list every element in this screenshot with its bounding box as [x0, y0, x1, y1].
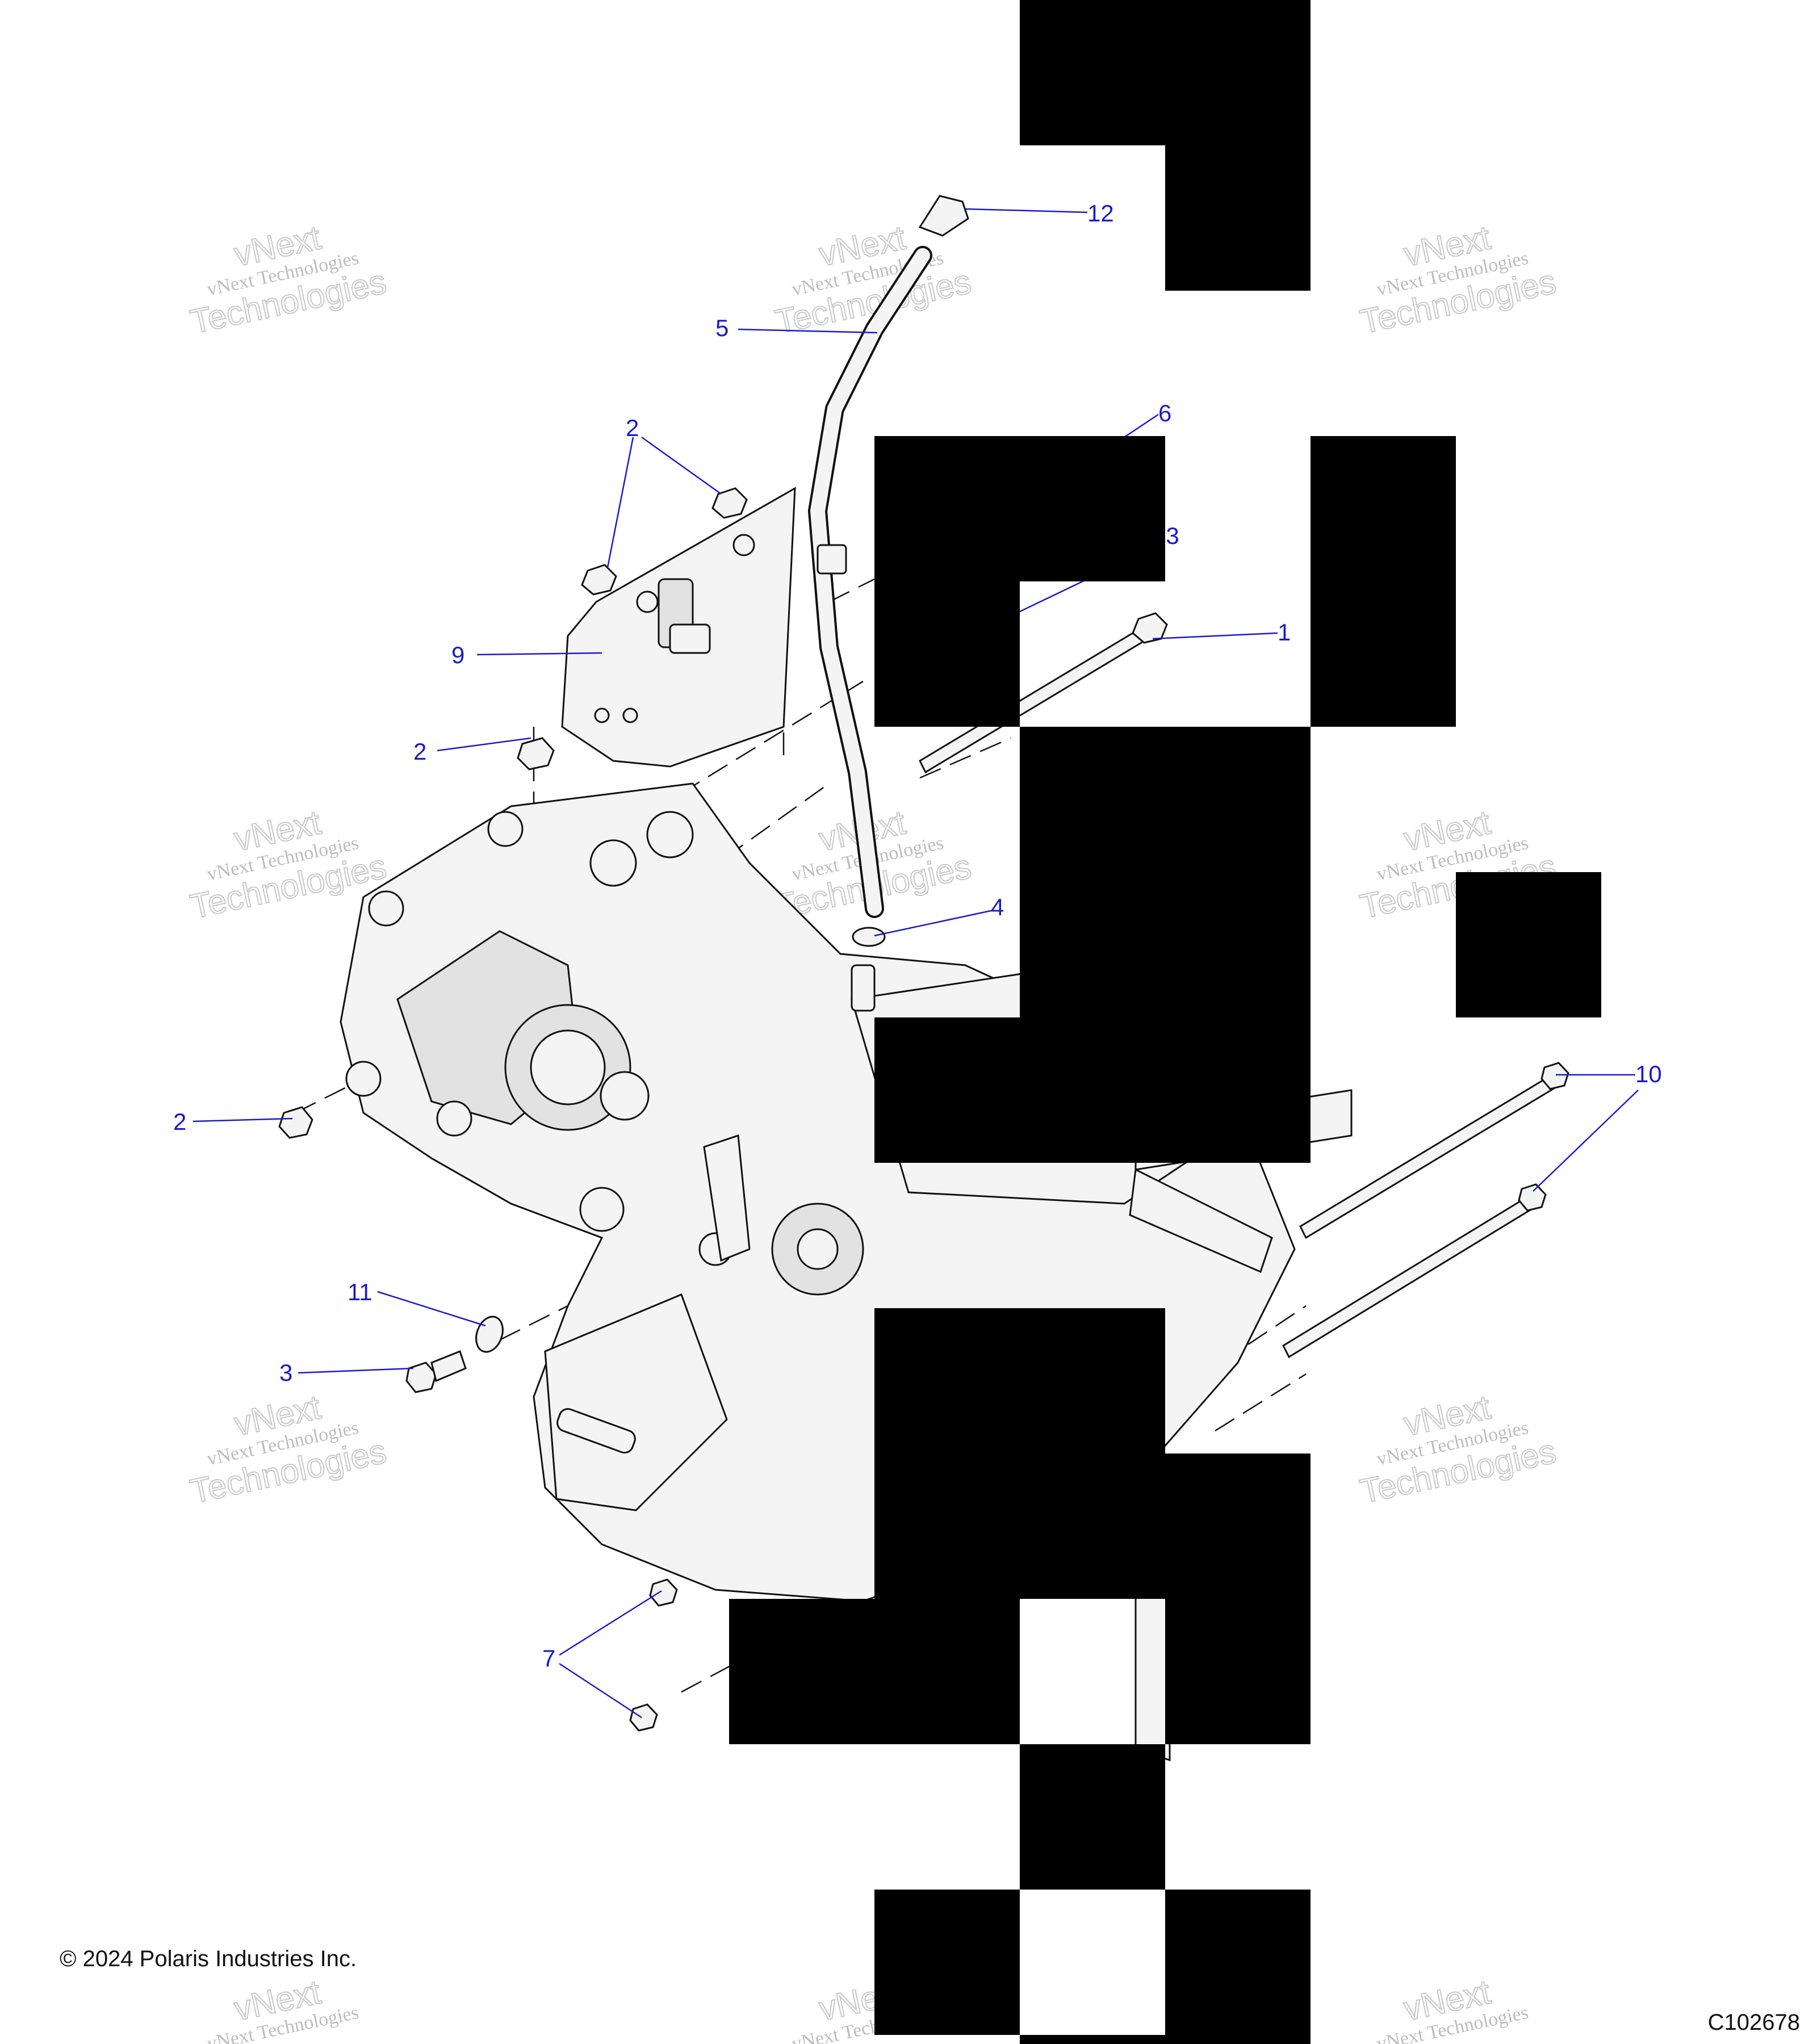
watermark: vNext vNext Technologies	[205, 1972, 361, 2044]
callout-2: 2	[413, 738, 426, 765]
fasteners	[278, 487, 1569, 1732]
breather-hose	[807, 195, 969, 1012]
callout-11: 11	[348, 1279, 372, 1305]
watermark: vNext vNext Technologies Technologies	[1357, 1387, 1560, 1511]
callout-5: 5	[715, 315, 729, 341]
callout-4: 4	[991, 894, 1004, 920]
watermark: vNext vNext Technologies Technologies	[1357, 217, 1560, 341]
copyright-notice: © 2024 Polaris Industries Inc.	[60, 1946, 357, 1971]
watermark: vNext vNext Technologies	[1375, 1972, 1530, 2044]
callout-10: 10	[1635, 1061, 1662, 1087]
callout-2: 2	[173, 1108, 186, 1135]
figure-code: C102678	[1707, 2010, 1800, 2035]
watermark: vNext vNext Technologies Technologies	[187, 802, 391, 926]
callout-2: 2	[626, 414, 639, 441]
watermark: vNext vNext Technologies Technologies	[772, 217, 976, 341]
redaction-blocks	[729, 0, 1601, 2044]
callout-7: 7	[542, 1645, 555, 1672]
callout-6: 6	[1158, 400, 1171, 426]
watermark: vNext vNext Technologies Technologies	[187, 217, 391, 341]
callout-1: 1	[1278, 619, 1291, 646]
watermark: vNext vNext Technologies Technologies	[187, 1387, 391, 1511]
callout-9: 9	[451, 642, 464, 668]
bracket-part	[561, 487, 796, 768]
callout-12: 12	[1087, 200, 1114, 227]
callout-3: 3	[279, 1359, 292, 1386]
